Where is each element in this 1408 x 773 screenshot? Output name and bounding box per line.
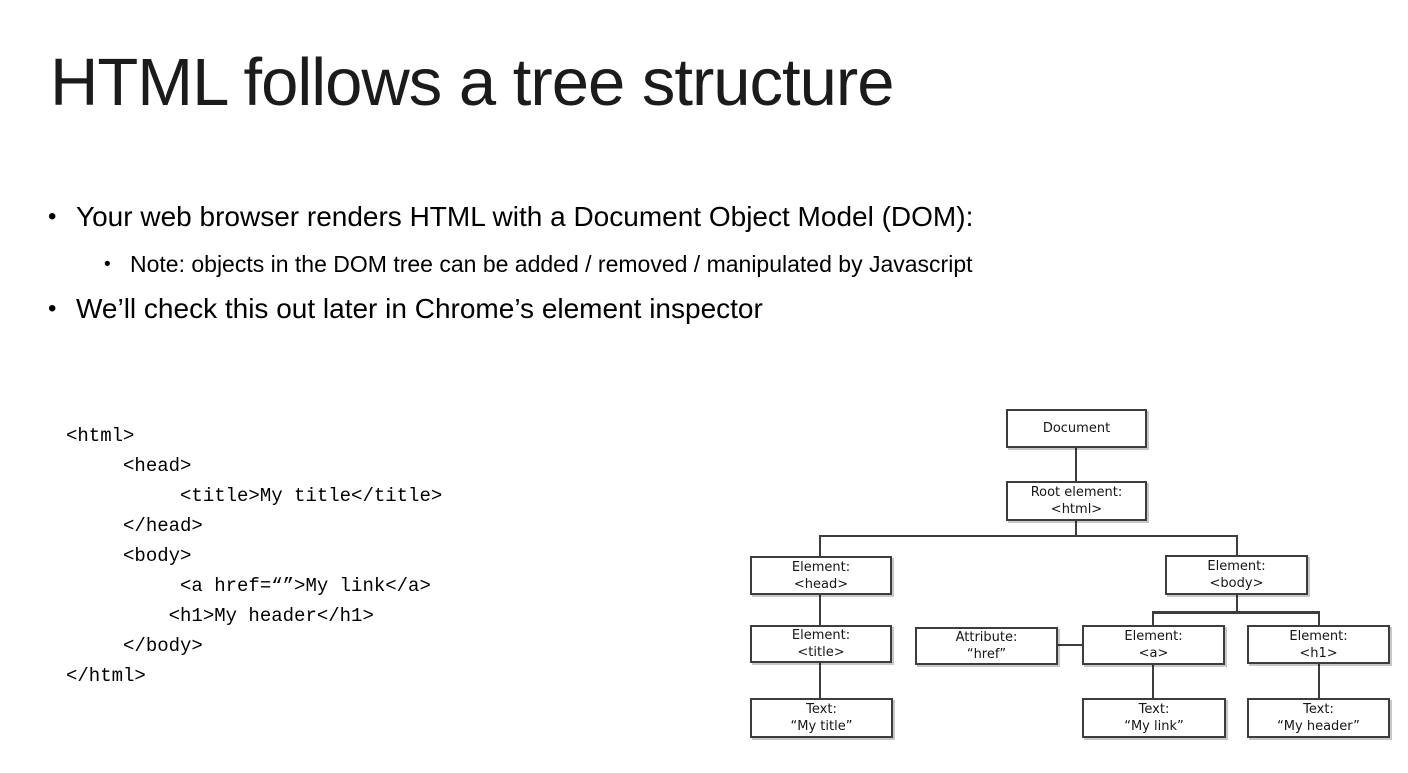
- connector-branch-body: [1236, 535, 1238, 555]
- node-label: Text:: [1138, 702, 1170, 717]
- node-tag: <h1>: [1299, 645, 1338, 661]
- node-text-my-header: Text: “My header”: [1247, 698, 1390, 738]
- node-label: Element:: [1124, 629, 1183, 644]
- connector-attr-a: [1056, 644, 1082, 646]
- node-element-h1: Element: <h1>: [1247, 625, 1390, 664]
- node-element-body: Element: <body>: [1165, 555, 1308, 595]
- connector-branch-head: [819, 535, 821, 556]
- connector-h1-text: [1318, 664, 1320, 698]
- node-element-a: Element: <a>: [1082, 625, 1225, 665]
- bullet-item-inspector: • We’ll check this out later in Chrome’s…: [48, 291, 763, 327]
- connector-branch-h1: [1318, 611, 1320, 625]
- node-element-title: Element: <title>: [750, 625, 892, 663]
- connector-body-branch: [1152, 611, 1320, 614]
- connector-title-text: [819, 663, 821, 698]
- connector-body-stub: [1236, 593, 1238, 613]
- connector-branch-a: [1152, 611, 1154, 625]
- node-label: Text:: [806, 702, 837, 717]
- node-value: “My header”: [1277, 719, 1360, 734]
- connector-document-root: [1075, 448, 1077, 481]
- node-text-my-link: Text: “My link”: [1082, 698, 1226, 738]
- node-element-head: Element: <head>: [750, 556, 892, 595]
- connector-a-text: [1152, 665, 1154, 698]
- node-label: Root element:: [1030, 485, 1123, 500]
- node-tag: <head>: [793, 576, 849, 592]
- node-label: Document: [1042, 421, 1111, 436]
- node-label: Element:: [1289, 628, 1348, 644]
- bullet-icon: •: [48, 203, 57, 230]
- node-label: Attribute:: [955, 630, 1018, 645]
- sub-bullet-text: Note: objects in the DOM tree can be add…: [130, 251, 973, 277]
- bullet-icon: •: [48, 295, 57, 322]
- bullet-item-dom: • Your web browser renders HTML with a D…: [48, 199, 973, 235]
- node-label: Text:: [1303, 702, 1334, 717]
- bullet-icon: •: [104, 254, 111, 275]
- node-attribute-href: Attribute: “href”: [915, 627, 1058, 665]
- node-value: “My link”: [1124, 719, 1184, 734]
- connector-root-stub: [1075, 521, 1077, 537]
- node-document: Document: [1006, 409, 1147, 448]
- sub-bullet-item-note: • Note: objects in the DOM tree can be a…: [104, 250, 973, 279]
- node-label: Element:: [791, 628, 851, 643]
- node-tag: “href”: [966, 647, 1007, 662]
- html-code-sample: <html> <head> <title>My title</title> </…: [66, 425, 443, 687]
- node-root-element: Root element: <html>: [1006, 481, 1147, 521]
- node-label: Element:: [791, 559, 851, 575]
- node-text-my-title: Text: “My title”: [750, 698, 893, 738]
- node-label: Element:: [1207, 559, 1266, 574]
- node-tag: <html>: [1050, 502, 1103, 517]
- connector-root-branch: [819, 535, 1238, 537]
- bullet-text: Your web browser renders HTML with a Doc…: [76, 201, 974, 232]
- connector-head-title: [819, 595, 821, 625]
- bullet-text: We’ll check this out later in Chrome’s e…: [76, 293, 763, 324]
- node-tag: <body>: [1209, 576, 1264, 591]
- node-tag: <title>: [797, 645, 845, 660]
- node-tag: <a>: [1138, 646, 1169, 661]
- node-value: “My title”: [790, 719, 853, 734]
- page-title: HTML follows a tree structure: [50, 45, 895, 120]
